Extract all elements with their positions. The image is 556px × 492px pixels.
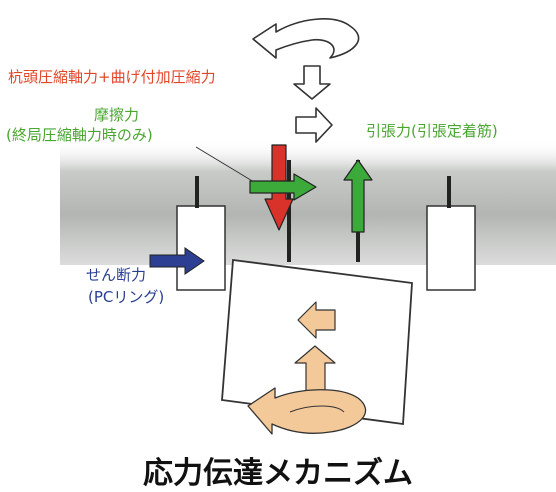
friction-label-line1: 摩擦力 [94,106,140,124]
tan-left-arrow-icon [297,301,336,339]
pc-ring-block-right [426,205,476,291]
right-arrow-outline-icon [295,107,333,143]
tension-label: 引張力(引張定着筋) [366,122,498,140]
compression-label: 杭頭圧縮軸力+曲げ付加圧縮力 [8,68,216,86]
blue-right-arrow-icon [149,247,205,275]
friction-leader-line [195,146,255,183]
green-right-arrow-icon [249,173,317,201]
pc-ring-block-left [176,205,226,291]
tan-curved-arrow-icon [247,387,367,435]
foundation-slab [60,140,556,265]
friction-label-line2: (終局圧縮軸力時のみ) [6,126,153,144]
curved-arrow-outline-icon [252,18,360,59]
tan-curved-arrow-inner-line [289,405,345,413]
diagram-caption: 応力伝達メカニズム [143,456,413,491]
down-arrow-outline-icon [293,65,331,100]
shear-label-line1: せん断力 [86,266,147,284]
pile-head [221,258,413,426]
green-up-arrow-icon [343,159,373,233]
shear-label-line2: (PCリング) [88,288,165,306]
